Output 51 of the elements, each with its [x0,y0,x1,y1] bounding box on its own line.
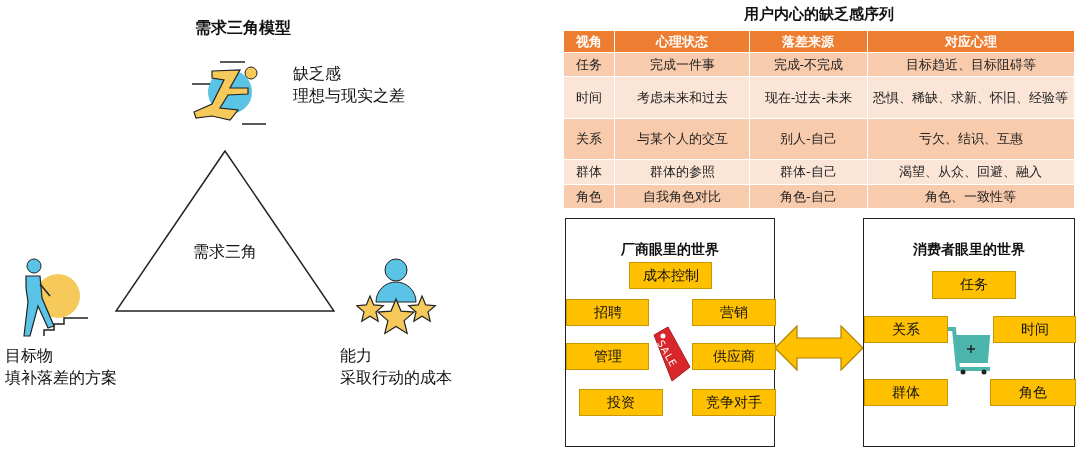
panel-title: 厂商眼里的世界 [620,240,720,259]
panel-title: 消费者眼里的世界 [912,240,1026,259]
table-cell: 时间 [563,76,615,119]
table-cell: 与某个人的交互 [614,118,750,160]
description-text: 理想与现实之差 [293,86,405,106]
table-cell: 恐惧、稀缺、求新、怀旧、经验等 [867,76,1075,119]
category-box: 投资 [579,389,663,416]
double-arrow [774,324,864,372]
category-box: 关系 [864,316,948,343]
header-cell: 视角 [563,30,615,53]
concept-label: 缺乏感 [293,64,341,84]
table-cell: 亏欠、结识、互惠 [867,118,1075,160]
table-cell: 考虑未来和过去 [614,76,750,119]
category-box: 营销 [692,299,776,326]
table-cell: 别人-自己 [749,118,868,160]
table-cell: 渴望、从众、回避、融入 [867,159,1075,185]
panel-frame [863,218,1075,447]
table-cell: 群体 [563,159,615,185]
triangle-label: 需求三角 [192,242,258,262]
panel-frame [565,218,775,447]
category-box: 竞争对手 [692,389,776,416]
table-cell: 关系 [563,118,615,160]
header-cell: 心理状态 [614,30,750,53]
table-cell: 目标趋近、目标阻碍等 [867,52,1075,77]
category-box: 供应商 [692,343,776,370]
header-cell: 落差来源 [749,30,868,53]
table-cell: 角色、一致性等 [867,184,1075,209]
table-cell: 群体的参照 [614,159,750,185]
category-box: 时间 [993,316,1076,343]
concept-label: 目标物 [5,346,53,366]
category-box: 管理 [566,343,649,370]
description-text: 填补落差的方案 [5,368,117,388]
concept-label: 能力 [340,346,372,366]
category-box: 任务 [932,271,1016,299]
category-box: 角色 [990,379,1076,406]
category-box: 招聘 [566,299,649,326]
table-cell: 群体-自己 [749,159,868,185]
description-text: 采取行动的成本 [340,368,452,388]
table-cell: 任务 [563,52,615,77]
table-cell: 自我角色对比 [614,184,750,209]
table-cell: 角色 [563,184,615,209]
diagram-title: 需求三角模型 [195,18,291,38]
category-box: 成本控制 [629,262,712,289]
table-cell: 现在-过去-未来 [749,76,868,119]
category-box: 群体 [864,379,948,406]
table-cell: 完成一件事 [614,52,750,77]
table-cell: 完成-不完成 [749,52,868,77]
table-cell: 角色-自己 [749,184,868,209]
header-cell: 对应心理 [867,30,1075,53]
table-title: 用户内心的缺乏感序列 [743,4,895,24]
triangle-shape [115,150,335,312]
